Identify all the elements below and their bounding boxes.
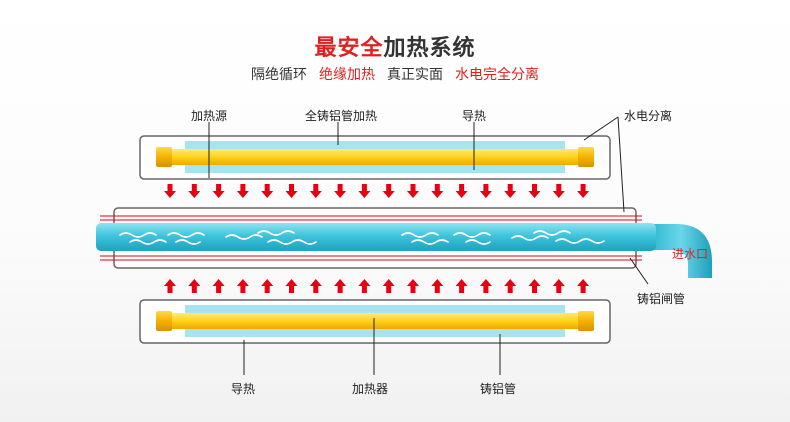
page-title: 最安全加热系统 (0, 30, 790, 62)
subtitle-isolated-circulation: 隔绝循环 (251, 67, 307, 83)
heat-arrow-up (309, 279, 322, 293)
label-heat-conduction-top: 导热 (462, 109, 487, 123)
heat-arrow-up (407, 279, 419, 293)
label-water-inlet: 进水口 (672, 247, 709, 261)
water-inlet-pipe (650, 224, 712, 278)
heat-arrow-down (188, 184, 201, 198)
bottom-rod-left-cap (156, 311, 172, 331)
heat-arrow-down (261, 184, 274, 198)
heat-arrow-up (552, 279, 565, 293)
leader-lines (208, 116, 649, 375)
heat-arrow-down (285, 184, 298, 198)
heat-arrow-up (455, 279, 468, 293)
heat-arrow-up (358, 279, 371, 293)
top-rod-left-cap (156, 147, 172, 167)
heat-arrow-down (358, 184, 371, 198)
heat-arrow-down (382, 184, 395, 198)
heat-arrow-down (212, 184, 225, 198)
water-tube (96, 223, 656, 251)
bottom-heating-unit (139, 299, 611, 344)
subtitle-truly-real: 真正实面 (387, 67, 443, 83)
heat-arrow-down (577, 184, 590, 198)
heat-arrow-up (334, 279, 347, 293)
heat-arrow-down (164, 184, 176, 198)
heat-arrow-up (504, 279, 517, 293)
heat-arrow-down (407, 184, 419, 198)
heat-arrow-up (528, 279, 541, 293)
label-cast-aluminum-heating-tube: 全铸铝管加热 (305, 109, 378, 123)
leader-separation-tube (617, 116, 625, 213)
heat-arrow-up (285, 279, 298, 293)
down-arrows (164, 184, 590, 198)
subtitle-insulated-heating: 绝缘加热 (319, 67, 375, 83)
heat-arrow-up (382, 279, 395, 293)
heat-arrow-down (334, 184, 347, 198)
top-heating-unit (139, 135, 611, 180)
bottom-rod-right-cap (578, 311, 594, 331)
top-rod-right-cap (578, 147, 594, 167)
top-heating-rod (170, 149, 580, 165)
heat-arrow-up (431, 279, 444, 293)
title-highlight: 最安全 (314, 36, 384, 61)
heat-arrow-up (212, 279, 225, 293)
heat-arrow-up (236, 279, 249, 293)
leader-separation-box (583, 116, 619, 141)
label-cast-aluminum-gate-tube: 铸铝闸管 (637, 292, 686, 306)
title-rest: 加热系统 (383, 36, 476, 61)
heat-arrow-up (479, 279, 492, 293)
bottom-heating-rod (170, 313, 580, 329)
heat-arrow-up (164, 279, 176, 293)
up-arrows (164, 279, 590, 293)
heat-arrow-down (504, 184, 517, 198)
label-heat-conduction-bottom: 导热 (231, 382, 256, 396)
heat-arrow-up (188, 279, 201, 293)
water-tube-unit (96, 207, 712, 278)
heat-arrow-down (431, 184, 444, 198)
heat-arrow-down (236, 184, 249, 198)
water-waves (119, 230, 605, 245)
heat-arrow-down (455, 184, 468, 198)
subtitle: 隔绝循环绝缘加热真正实面水电完全分离 (0, 64, 790, 84)
heat-arrow-down (479, 184, 492, 198)
heat-arrow-down (528, 184, 541, 198)
heat-arrow-up (261, 279, 274, 293)
label-heat-source: 加热源 (191, 109, 228, 123)
label-water-electric-separation: 水电分离 (624, 109, 673, 123)
leader-gate-tube (629, 257, 649, 285)
label-cast-aluminum-tube: 铸铝管 (480, 382, 517, 396)
heat-arrow-down (309, 184, 322, 198)
label-heater: 加热器 (352, 382, 389, 396)
heat-arrow-up (577, 279, 590, 293)
heat-arrow-down (552, 184, 565, 198)
subtitle-water-electric-separation: 水电完全分离 (455, 67, 539, 83)
